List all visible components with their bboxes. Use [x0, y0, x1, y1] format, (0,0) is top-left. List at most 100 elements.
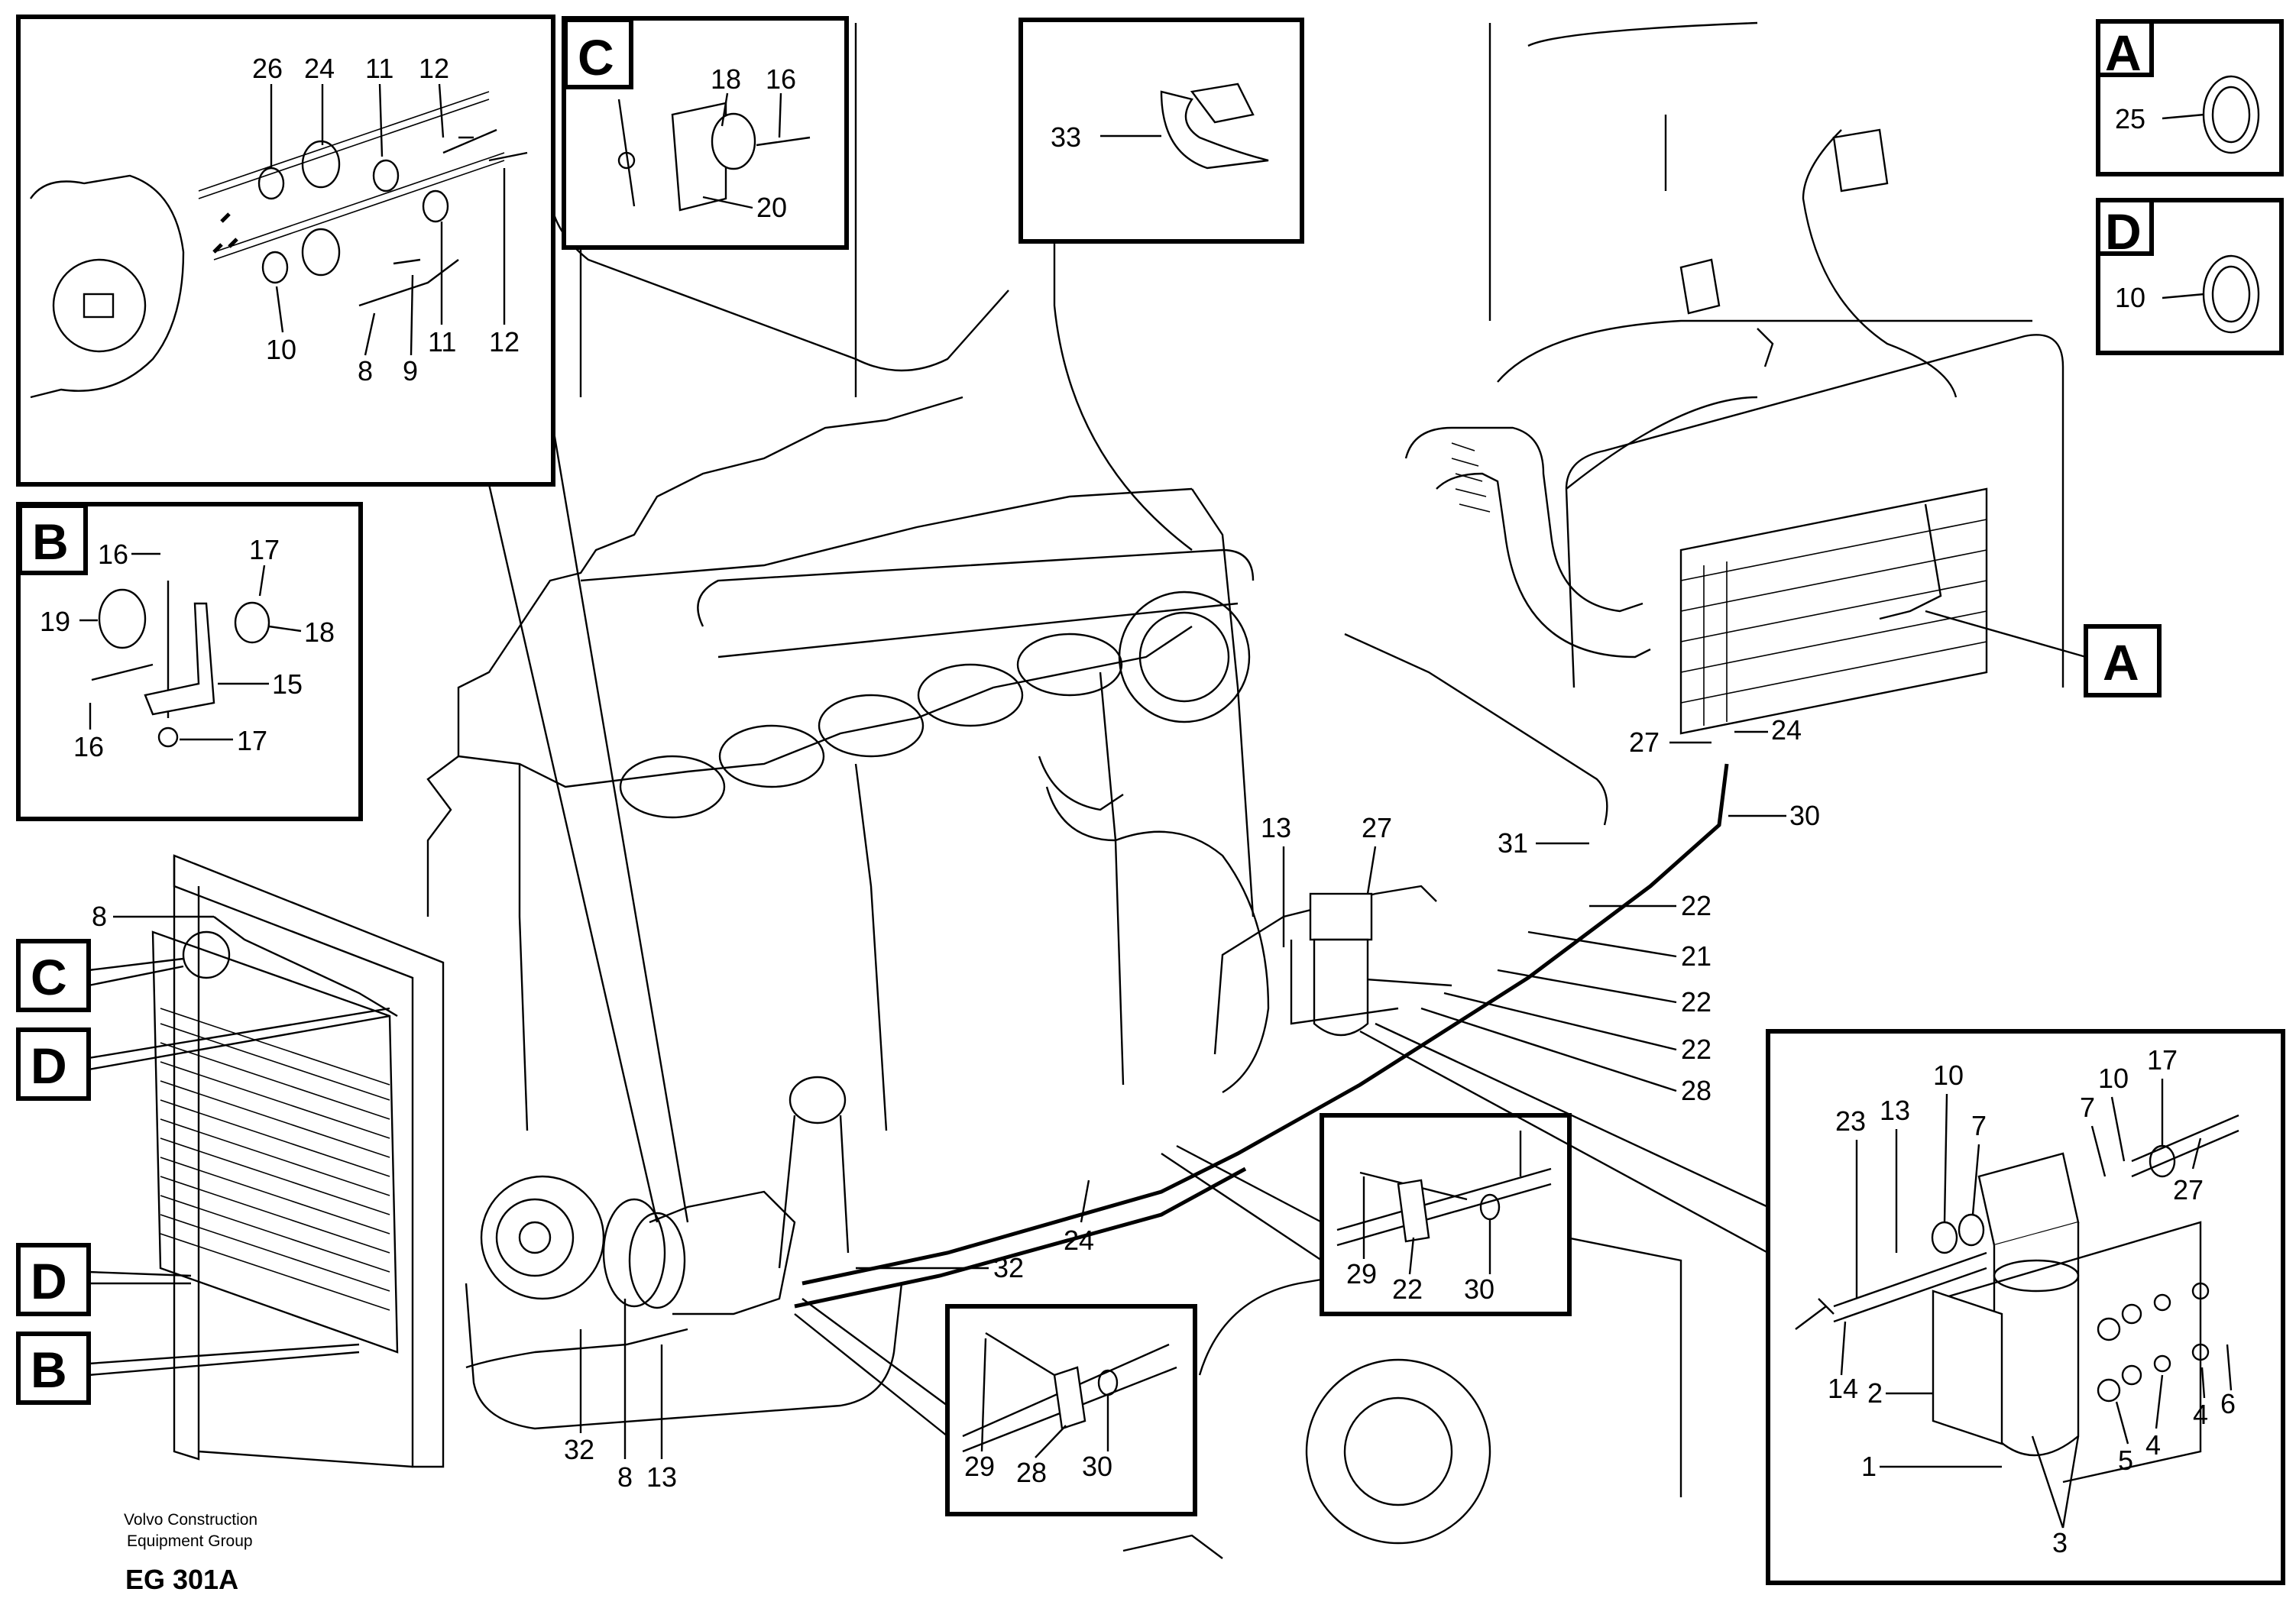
compressor — [480, 1175, 796, 1315]
callout-17-inset-b-top: 17 — [249, 534, 280, 565]
callout-7-right: 7 — [2080, 1092, 2095, 1123]
svg-text:C: C — [31, 949, 67, 1005]
condenser — [151, 854, 445, 1468]
svg-text:C: C — [578, 29, 614, 86]
callout-11-top: 11 — [365, 53, 393, 84]
callout-18-inset-c: 18 — [711, 63, 741, 95]
detail-ref-b-inset: B — [18, 503, 88, 575]
callout-18-inset-b: 18 — [304, 616, 335, 648]
callout-16-inset-b-bottom: 16 — [73, 731, 104, 762]
callout-29-a: 29 — [1346, 1258, 1377, 1290]
inset-ring-a — [2096, 19, 2284, 176]
thermostat-cable — [1679, 128, 1958, 398]
callout-28-inset: 28 — [1016, 1457, 1047, 1488]
callout-20: 20 — [756, 192, 787, 223]
clamp2-inset-leader-2 — [794, 1313, 948, 1437]
detail-ref-a-evaporator: A — [1925, 610, 2162, 697]
callout-33: 33 — [1051, 121, 1081, 153]
callout-17-inset-b-bottom: 17 — [237, 725, 267, 756]
clamp-inset-leader-1 — [1176, 1144, 1323, 1224]
callout-27-main: 27 — [1362, 812, 1392, 843]
inset-receiver-drier — [1766, 1029, 2285, 1585]
callout-10-inset-right: 10 — [2098, 1063, 2129, 1094]
callout-16-inset-c: 16 — [766, 63, 796, 95]
engine-block — [426, 396, 1270, 1430]
callout-30-inset-b: 30 — [1082, 1451, 1112, 1482]
callout-22-c: 22 — [1681, 1034, 1711, 1065]
inset-leader-1 — [487, 484, 659, 1223]
detail-ref-a-inset: A — [2105, 24, 2142, 81]
callout-27-inset: 27 — [2173, 1174, 2204, 1205]
callout-32-left: 32 — [564, 1434, 594, 1465]
callout-22-b: 22 — [1681, 986, 1711, 1018]
callout-4-left: 4 — [2145, 1429, 2161, 1461]
callout-23: 23 — [1835, 1105, 1866, 1137]
callout-29-b: 29 — [964, 1451, 995, 1482]
inset-clamp-29-28-30 — [945, 1304, 1197, 1516]
callout-14: 14 — [1828, 1373, 1858, 1404]
callout-32-right: 32 — [993, 1252, 1024, 1283]
callout-10-inset: 10 — [266, 334, 296, 365]
svg-text:D: D — [31, 1253, 67, 1309]
evaporator — [1679, 487, 1988, 735]
svg-text:A: A — [2103, 634, 2139, 691]
callout-7-left: 7 — [1971, 1110, 1987, 1141]
inset-leader-2 — [552, 427, 689, 1223]
footer-company-line2: Equipment Group — [127, 1532, 253, 1550]
callout-9: 9 — [403, 355, 418, 387]
inset-cable-tie — [1018, 18, 1304, 244]
transmission — [1122, 1236, 1682, 1559]
callout-3: 3 — [2052, 1527, 2068, 1558]
svg-text:D: D — [31, 1037, 67, 1094]
svg-text:B: B — [31, 1341, 67, 1398]
svg-text:A: A — [2105, 24, 2142, 81]
callout-2: 2 — [1867, 1377, 1883, 1409]
callout-10-inset-d: 10 — [2115, 282, 2145, 313]
callout-11-bottom: 11 — [428, 326, 456, 358]
callout-10-inset-left: 10 — [1933, 1060, 1964, 1091]
callout-25: 25 — [2115, 103, 2145, 134]
hydraulic-tank — [1565, 334, 2064, 688]
callout-22-inset: 22 — [1392, 1273, 1423, 1305]
callout-30-main: 30 — [1789, 800, 1820, 831]
svg-text:B: B — [32, 513, 69, 570]
callout-17-inset: 17 — [2147, 1044, 2178, 1076]
callout-31: 31 — [1498, 827, 1528, 859]
detail-ref-b-condenser: B — [16, 1332, 360, 1405]
drier-inset-leader-1 — [1375, 1022, 1769, 1209]
callout-22-a: 22 — [1681, 890, 1711, 921]
callout-24-main: 24 — [1064, 1225, 1094, 1256]
callout-24: 24 — [304, 53, 335, 84]
footer-code: EG 301A — [125, 1564, 238, 1595]
drier-inset-leader-2 — [1359, 1030, 1769, 1254]
callout-12-bottom: 12 — [489, 326, 520, 358]
receiver-drier — [1290, 892, 1399, 1037]
callout-16-inset-b-top: 16 — [98, 539, 128, 570]
callout-8-condenser: 8 — [92, 901, 107, 932]
callout-12-top: 12 — [419, 53, 449, 84]
inset-alternator — [16, 15, 555, 487]
callout-13-bottom: 13 — [646, 1461, 677, 1493]
callout-27-evaporator: 27 — [1629, 726, 1660, 758]
condenser-fins — [160, 1008, 390, 1311]
detail-ref-d-inset: D — [2105, 203, 2142, 260]
detail-ref-c-condenser: C — [16, 939, 184, 1012]
callout-13-inset: 13 — [1880, 1095, 1910, 1126]
detail-ref-c-inset: C — [563, 18, 633, 89]
detail-ref-d-condenser-top: D — [16, 1007, 390, 1101]
callout-5: 5 — [2118, 1445, 2133, 1476]
callout-1: 1 — [1861, 1451, 1877, 1482]
callout-21: 21 — [1681, 940, 1711, 972]
callout-6: 6 — [2220, 1388, 2236, 1419]
callout-13-main: 13 — [1261, 812, 1291, 843]
callout-26: 26 — [252, 53, 283, 84]
callout-24-evaporator: 24 — [1771, 714, 1802, 746]
callout-15: 15 — [272, 668, 303, 700]
callout-19: 19 — [40, 606, 70, 637]
svg-text:D: D — [2105, 203, 2142, 260]
footer-company-line1: Volvo Construction — [124, 1511, 257, 1529]
callout-30-inset-a: 30 — [1464, 1273, 1495, 1305]
detail-ref-d-condenser-bottom: D — [16, 1243, 192, 1316]
clamp-inset-leader-2 — [1161, 1153, 1323, 1261]
